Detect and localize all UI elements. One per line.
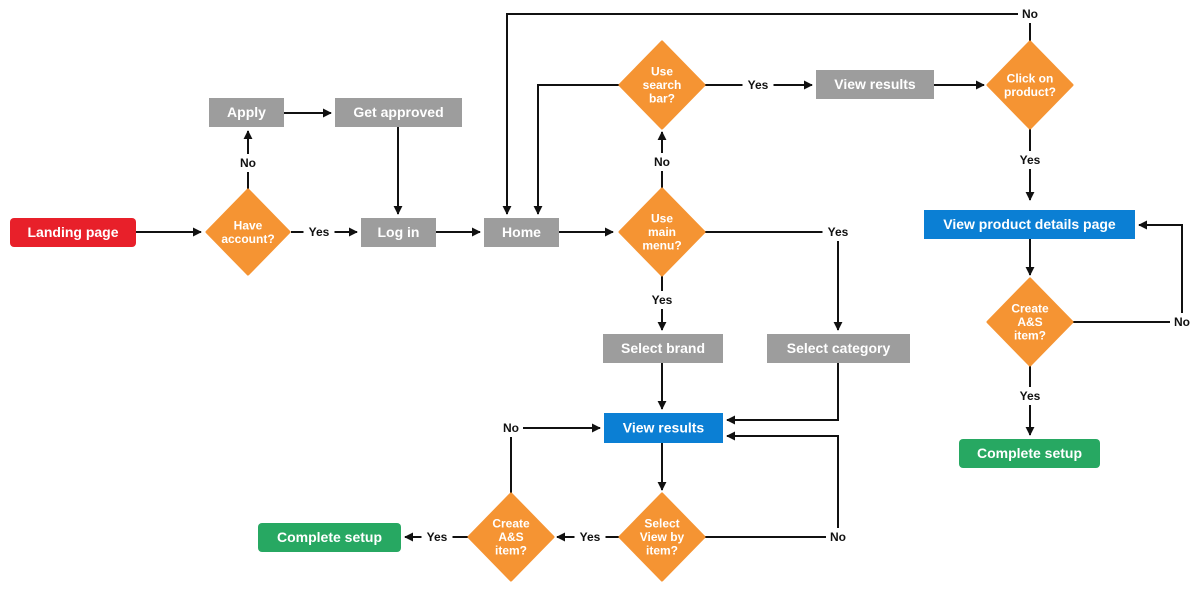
node-product-details: View product details page [924, 210, 1135, 239]
connector-click-product-no [502, 13, 1031, 215]
edge-label-create-right-no: No [1174, 315, 1190, 329]
edge-label-bg [1014, 151, 1046, 169]
edge-label-use-search-no: No [654, 155, 670, 169]
node-apply-label: Apply [227, 104, 266, 120]
edge-label-create-right-yes: Yes [1020, 389, 1041, 403]
node-select-brand-shape [603, 334, 723, 363]
edge-label-create-left-no: No [503, 421, 519, 435]
edge-label-bg [822, 223, 854, 241]
node-landing-shape [10, 218, 136, 247]
edge-label-bg [742, 76, 774, 94]
connector-arrow-10 [533, 84, 620, 215]
node-select-category-shape [767, 334, 910, 363]
node-complete-right-label: Complete setup [977, 445, 1082, 461]
node-complete-right: Complete setup [959, 439, 1100, 468]
connector-use-menu-yes-category [704, 231, 843, 331]
node-view-results-top-shape [816, 70, 934, 99]
edge-label-bg [421, 528, 453, 546]
connector-select-view-no [704, 431, 839, 538]
node-view-results-mid-label: View results [623, 420, 705, 436]
decision-create-right-shape [986, 277, 1074, 367]
node-view-results-top-label: View results [834, 76, 916, 92]
edge-label-select-view-no: No [830, 530, 846, 544]
node-select-category: Select category [767, 334, 910, 363]
node-login-label: Log in [378, 224, 420, 240]
node-product-details-label: View product details page [943, 216, 1116, 232]
decision-select-view-shape [618, 492, 706, 582]
edge-label-click-product-yes: Yes [1020, 153, 1041, 167]
edge-label-have-account-no: No [240, 156, 256, 170]
node-home-shape [484, 218, 559, 247]
node-home: Home [484, 218, 559, 247]
decision-have-account-shape [205, 188, 291, 276]
edge-label-bg [646, 291, 678, 309]
node-complete-right-shape [959, 439, 1100, 468]
connector-arrow-19 [726, 363, 839, 425]
edge-label-bg [236, 154, 260, 172]
edge-label-bg [499, 419, 523, 437]
node-complete-left: Complete setup [258, 523, 401, 552]
edge-label-create-left-yes: Yes [427, 530, 448, 544]
node-complete-left-shape [258, 523, 401, 552]
node-select-brand: Select brand [603, 334, 723, 363]
node-select-brand-label: Select brand [621, 340, 705, 356]
edge-label-click-product-no: No [1022, 7, 1038, 21]
node-login: Log in [361, 218, 436, 247]
edge-label-select-view-yes: Yes [580, 530, 601, 544]
node-complete-left-label: Complete setup [277, 529, 382, 545]
edge-label-have-account-yes: Yes [309, 225, 330, 239]
node-view-results-mid-shape [604, 413, 723, 443]
node-get-approved-label: Get approved [353, 104, 443, 120]
node-login-shape [361, 218, 436, 247]
connector-create-left-no [510, 423, 601, 494]
decision-use-menu-shape [618, 187, 706, 277]
edge-label-bg [303, 223, 335, 241]
node-home-label: Home [502, 224, 541, 240]
node-landing-label: Landing page [28, 224, 119, 240]
edge-label-use-search-yes: Yes [748, 78, 769, 92]
decision-create-left-shape [467, 492, 555, 582]
edge-label-use-menu-yes-brand: Yes [652, 293, 673, 307]
node-get-approved: Get approved [335, 98, 462, 127]
edge-label-use-menu-yes-category: Yes [828, 225, 849, 239]
node-select-category-label: Select category [787, 340, 891, 356]
node-apply-shape [209, 98, 284, 127]
edge-label-bg [574, 528, 606, 546]
edge-label-bg [1170, 313, 1194, 331]
edge-label-bg [1018, 5, 1042, 23]
node-view-results-mid: View results [604, 413, 723, 443]
decision-click-product-shape [986, 40, 1074, 130]
node-apply: Apply [209, 98, 284, 127]
node-view-results-top: View results [816, 70, 934, 99]
edge-label-bg [826, 528, 850, 546]
node-product-details-shape [924, 210, 1135, 239]
edge-label-bg [1014, 387, 1046, 405]
edge-label-bg [650, 153, 674, 171]
connector-create-right-no [1072, 220, 1183, 323]
decision-use-search-shape [618, 40, 706, 130]
node-get-approved-shape [335, 98, 462, 127]
node-landing: Landing page [10, 218, 136, 247]
